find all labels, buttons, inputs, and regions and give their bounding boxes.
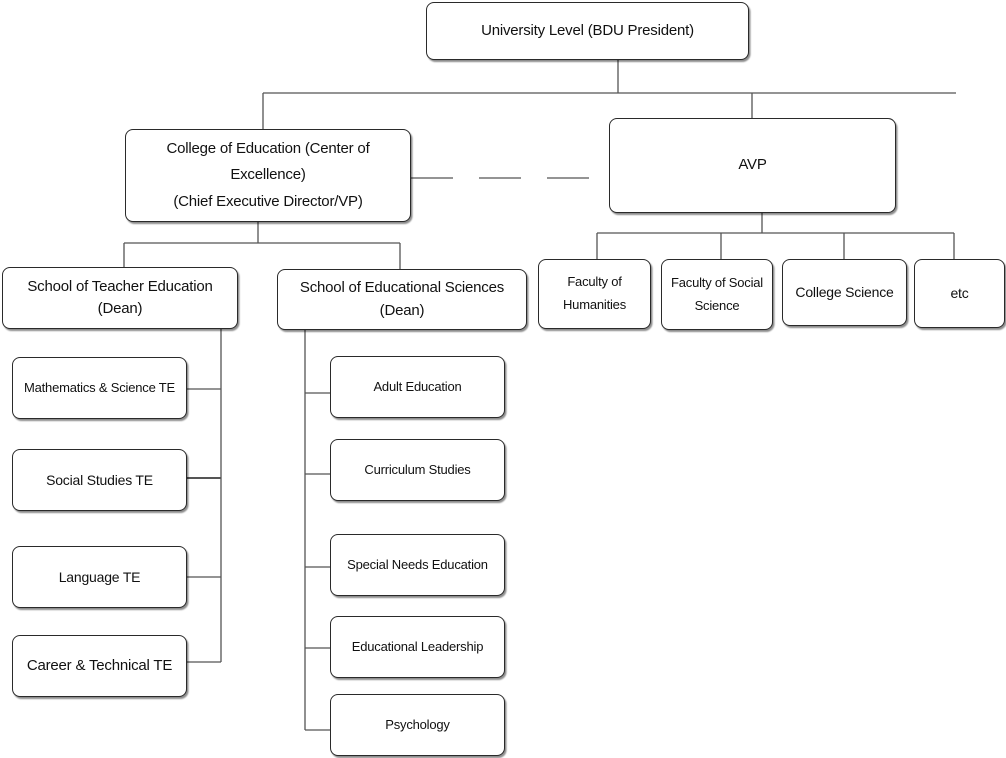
- college-of-education-node: College of Education (Center of Excellen…: [125, 129, 411, 222]
- es-dept-label: Curriculum Studies: [364, 462, 471, 478]
- te-dept-mathematics-science: Mathematics & Science TE: [12, 357, 187, 419]
- school-teacher-education-node: School of Teacher Education (Dean): [2, 267, 238, 329]
- es-dept-label: Psychology: [385, 717, 450, 733]
- es-dept-label: Adult Education: [373, 379, 462, 395]
- es-dept-educational-leadership: Educational Leadership: [330, 616, 505, 678]
- avp-unit-faculty-social-science: Faculty of Social Science: [661, 259, 773, 330]
- es-dept-psychology: Psychology: [330, 694, 505, 756]
- te-dept-career-technical: Career & Technical TE: [12, 635, 187, 697]
- avp-unit-college-science: College Science: [782, 259, 907, 326]
- te-dept-label: Mathematics & Science TE: [23, 380, 176, 396]
- te-dept-social-studies: Social Studies TE: [12, 449, 187, 511]
- unit-label-line1: Faculty of Social: [671, 274, 763, 290]
- college-label-line2: (Chief Executive Director/VP): [173, 192, 363, 210]
- es-dept-label: Educational Leadership: [351, 639, 484, 655]
- school-educational-sciences-node: School of Educational Sciences (Dean): [277, 269, 527, 330]
- school-educational-sciences-label: School of Educational Sciences (Dean): [299, 279, 505, 319]
- es-dept-special-needs-education: Special Needs Education: [330, 534, 505, 596]
- es-dept-curriculum-studies: Curriculum Studies: [330, 439, 505, 501]
- avp-unit-faculty-humanities: Faculty of Humanities: [538, 259, 651, 329]
- te-dept-language: Language TE: [12, 546, 187, 608]
- te-dept-label: Social Studies TE: [46, 471, 153, 488]
- school-teacher-education-label: School of Teacher Education (Dean): [27, 277, 213, 318]
- unit-label-line2: Science: [694, 297, 740, 313]
- avp-unit-etc: etc: [914, 259, 1005, 328]
- te-dept-label: Language TE: [58, 568, 141, 585]
- university-node: University Level (BDU President): [426, 2, 749, 60]
- te-dept-label: Career & Technical TE: [26, 656, 173, 674]
- unit-label-line1: Faculty of: [567, 274, 622, 290]
- college-label-line1: College of Education (Center of Excellen…: [166, 140, 370, 184]
- university-label: University Level (BDU President): [481, 21, 694, 39]
- unit-label: College Science: [795, 284, 894, 300]
- avp-node: AVP: [609, 118, 896, 213]
- unit-label-line2: Humanities: [562, 297, 627, 312]
- es-dept-adult-education: Adult Education: [330, 356, 505, 418]
- unit-label: etc: [950, 285, 969, 301]
- avp-label: AVP: [738, 156, 767, 174]
- es-dept-label: Special Needs Education: [347, 557, 488, 573]
